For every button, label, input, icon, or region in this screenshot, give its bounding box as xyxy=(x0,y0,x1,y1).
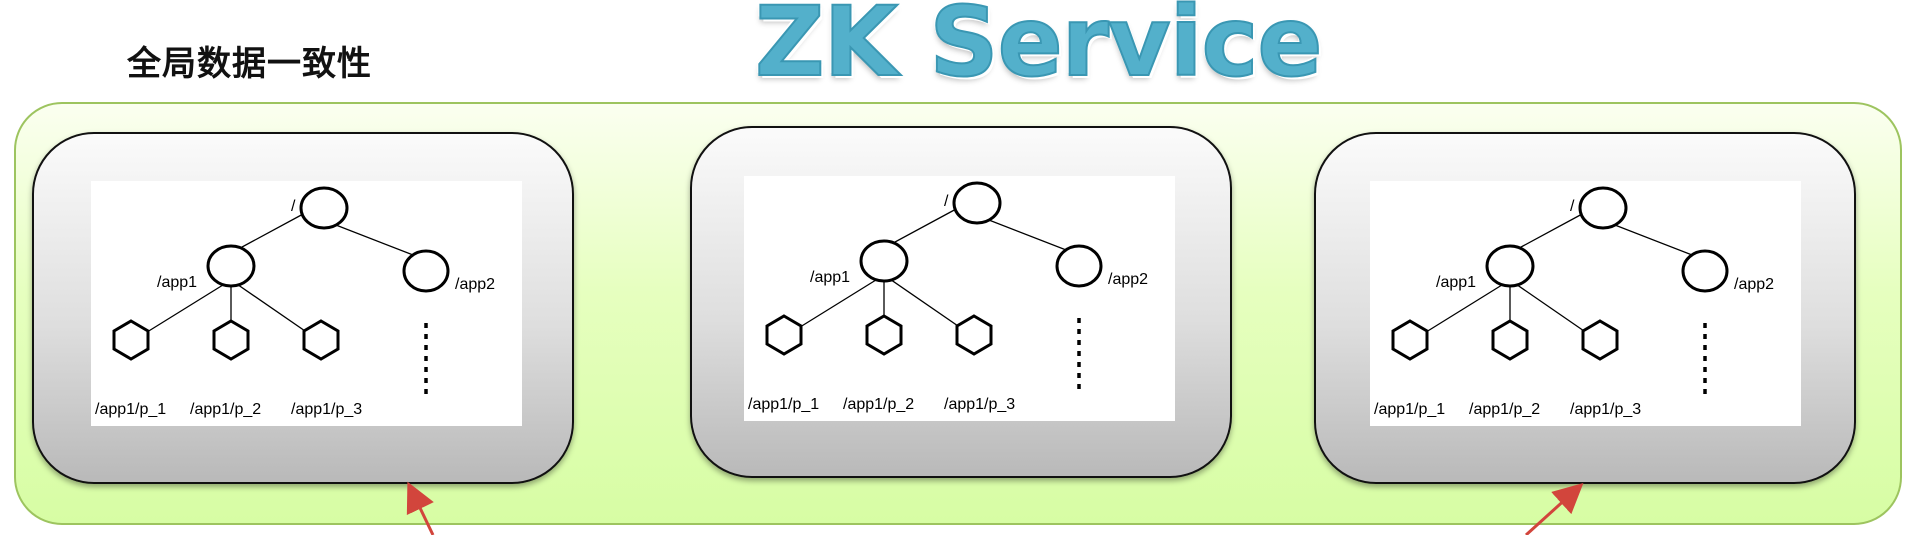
edge-root-app1 xyxy=(230,212,306,254)
server-3: / /app1 /app2 /app1/p_1 /app1/p_2 /app1/… xyxy=(1314,132,1856,484)
znode-tree-panel-1: / /app1 /app2 /app1/p_1 /app1/p_2 /app1/… xyxy=(91,181,522,426)
znode-app1-icon xyxy=(1485,244,1535,288)
znode-root-label: / xyxy=(1570,198,1575,215)
znode-root-label: / xyxy=(944,193,949,210)
znode-p2-label: /app1/p_2 xyxy=(190,401,262,418)
znode-p1-label: /app1/p_1 xyxy=(748,396,820,413)
znode-p2-label: /app1/p_2 xyxy=(1469,401,1541,418)
znode-p1-icon xyxy=(1391,319,1429,361)
znode-p3-label: /app1/p_3 xyxy=(1570,401,1642,418)
znode-app1-label: /app1 xyxy=(1436,274,1477,291)
arrow-to-server-1 xyxy=(406,481,435,535)
znode-app1-icon xyxy=(859,239,909,283)
znode-tree-1 xyxy=(112,186,450,396)
znode-app2-icon xyxy=(1055,244,1103,288)
znode-root-label: / xyxy=(291,198,296,215)
znode-tree-3 xyxy=(1391,186,1729,396)
subtitle: 全局数据一致性 xyxy=(127,44,372,84)
znode-root-icon xyxy=(299,186,349,230)
znode-p3-label: /app1/p_3 xyxy=(291,401,363,418)
page-title: ZK Service xyxy=(754,0,1324,99)
znode-p2-label: /app1/p_2 xyxy=(843,396,915,413)
znode-tree-panel-2: / /app1 /app2 /app1/p_1 /app1/p_2 /app1/… xyxy=(744,176,1175,421)
arrow-to-server-3 xyxy=(1524,482,1584,535)
znode-p1-icon xyxy=(112,319,150,361)
znode-p1-icon xyxy=(765,314,803,356)
znode-root-icon xyxy=(952,181,1002,225)
znode-p1-label: /app1/p_1 xyxy=(1374,401,1446,418)
znode-p3-icon xyxy=(302,319,340,361)
znode-p3-label: /app1/p_3 xyxy=(944,396,1016,413)
server-2: / /app1 /app2 /app1/p_1 /app1/p_2 /app1/… xyxy=(690,126,1232,478)
znode-p3-icon xyxy=(955,314,993,356)
server-1: / /app1 /app2 /app1/p_1 /app1/p_2 /app1/… xyxy=(32,132,574,484)
edge-root-app1 xyxy=(883,207,959,249)
znode-app1-icon xyxy=(206,244,256,288)
znode-tree-2 xyxy=(765,181,1103,391)
znode-app2-label: /app2 xyxy=(1108,271,1149,288)
znode-p2-icon xyxy=(1491,319,1529,361)
znode-app2-icon xyxy=(1681,249,1729,293)
edge-root-app1 xyxy=(1509,212,1585,254)
znode-tree-panel-3: / /app1 /app2 /app1/p_1 /app1/p_2 /app1/… xyxy=(1370,181,1801,426)
znode-p1-label: /app1/p_1 xyxy=(95,401,167,418)
znode-app2-icon xyxy=(402,249,450,293)
znode-app2-label: /app2 xyxy=(1734,276,1775,293)
znode-p3-icon xyxy=(1581,319,1619,361)
znode-app1-label: /app1 xyxy=(810,269,851,286)
znode-app1-label: /app1 xyxy=(157,274,198,291)
znode-p2-icon xyxy=(212,319,250,361)
znode-root-icon xyxy=(1578,186,1628,230)
znode-p2-icon xyxy=(865,314,903,356)
znode-app2-label: /app2 xyxy=(455,276,496,293)
